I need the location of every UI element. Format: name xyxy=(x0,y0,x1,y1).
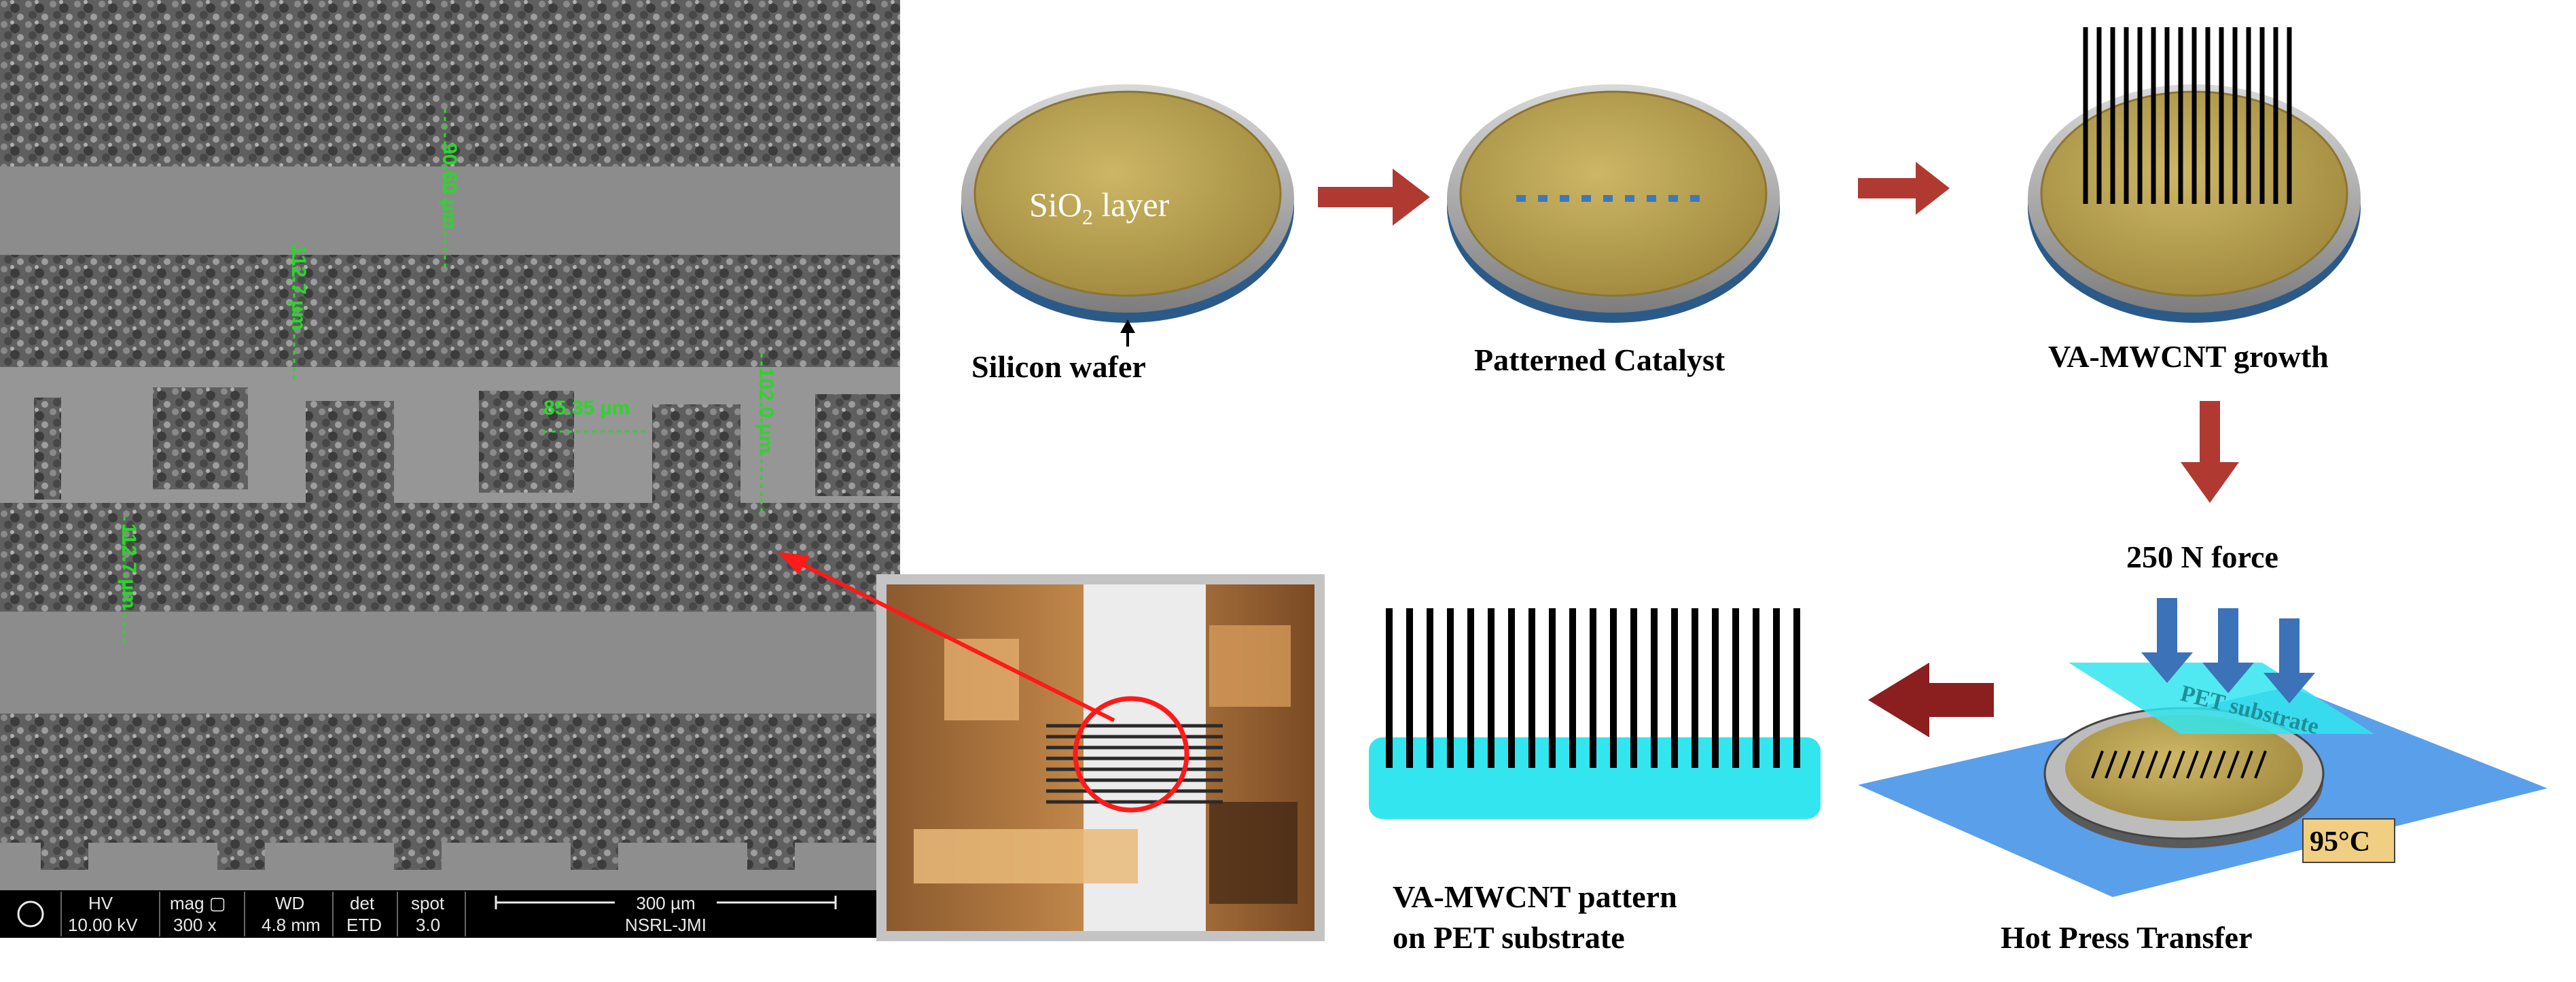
info-value: 10.00 kV xyxy=(68,915,138,935)
step-hot-press: 250 N force PET substrate xyxy=(1858,540,2547,955)
scale-bar-label: 300 µm xyxy=(636,893,695,913)
info-header: WD xyxy=(275,893,304,913)
process-arrow xyxy=(1858,162,1950,215)
info-value: ETD xyxy=(346,915,382,935)
step-cnt-growth: VA-MWCNT growth xyxy=(2028,27,2361,374)
measurement-label: 102.0 µm xyxy=(755,367,777,453)
pet-substrate-block xyxy=(1369,737,1821,819)
measurement-label: 90.60 µm xyxy=(438,143,461,229)
process-arrow xyxy=(1868,663,1994,737)
step-silicon-wafer: SiO2 layer Silicon wafer xyxy=(961,84,1294,384)
sem-info-bar: HV 10.00 kV mag ▢ 300 x WD 4.8 mm det ET… xyxy=(0,890,900,938)
cnt-growth-label: VA-MWCNT growth xyxy=(2048,339,2329,374)
silicon-wafer-label: Silicon wafer xyxy=(971,349,1146,384)
info-header: mag ▢ xyxy=(170,893,226,913)
sem-micrograph: 90.60 µm 112.7 µm 85.35 µm 102.0 µm 112.… xyxy=(0,0,900,938)
result-label-line2: on PET substrate xyxy=(1393,920,1625,955)
sio2-layer-label: SiO2 layer xyxy=(1029,186,1170,229)
patterned-catalyst-label: Patterned Catalyst xyxy=(1474,343,1725,377)
info-value: 300 x xyxy=(173,915,217,935)
hot-press-label: Hot Press Transfer xyxy=(2001,920,2253,955)
info-header: HV xyxy=(88,893,113,913)
info-header: det xyxy=(350,893,375,913)
temperature-label: 95°C xyxy=(2310,826,2370,858)
lab-name: NSRL-JMI xyxy=(625,915,706,935)
measurement-label: 112.7 µm xyxy=(287,245,310,330)
result-label-line1: VA-MWCNT pattern xyxy=(1393,879,1677,914)
force-label: 250 N force xyxy=(2126,540,2278,574)
info-value: 4.8 mm xyxy=(262,915,321,935)
device-photo xyxy=(876,574,1325,941)
step-result: VA-MWCNT pattern on PET substrate xyxy=(1369,608,1821,955)
process-arrow xyxy=(2181,401,2239,503)
pointer-arrow xyxy=(778,552,1115,722)
fei-logo-icon xyxy=(17,900,44,928)
measurement-label: 112.7 µm xyxy=(118,523,140,609)
highlight-circle xyxy=(1073,696,1189,813)
force-arrows xyxy=(2141,598,2315,703)
info-header: spot xyxy=(411,893,445,913)
step-patterned-catalyst: Patterned Catalyst xyxy=(1447,84,1780,377)
process-arrow xyxy=(1318,169,1430,226)
pet-film xyxy=(2069,663,2374,734)
measurement-label: 85.35 µm xyxy=(543,397,630,419)
info-value: 3.0 xyxy=(416,915,440,935)
